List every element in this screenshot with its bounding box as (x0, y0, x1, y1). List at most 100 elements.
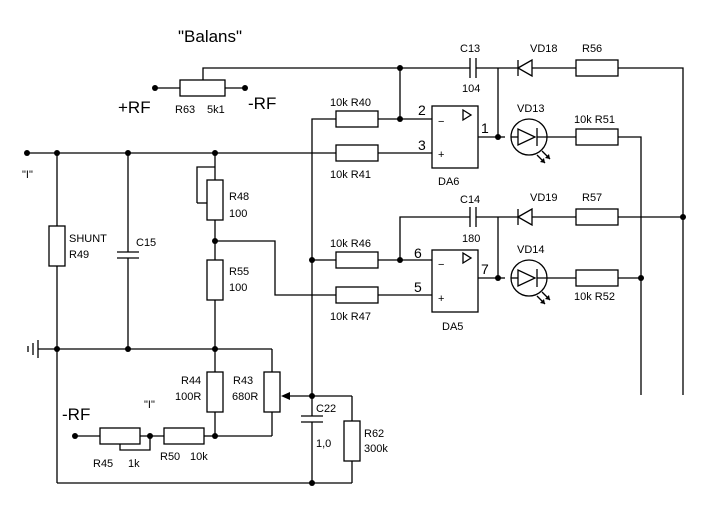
da5-pin-out: 7 (481, 261, 489, 277)
junction (309, 393, 315, 399)
resistor-r55 (206, 259, 224, 301)
terminal-i-left (24, 150, 30, 156)
wire-r43 (215, 349, 312, 437)
resistor-r45 (99, 427, 141, 445)
resistor-r41 (335, 144, 379, 162)
junction (680, 214, 686, 220)
resistor-r56 (575, 59, 619, 77)
label-c22-value: 1,0 (316, 438, 331, 450)
label-r46: 10k R46 (330, 238, 371, 250)
capacitor-c14 (469, 207, 477, 227)
ground-icon (27, 340, 39, 358)
da6-pin-out: 1 (481, 120, 489, 136)
label-r63-value: 5k1 (207, 104, 225, 116)
label-vd19: VD19 (530, 192, 558, 204)
label-r62-name: R62 (364, 428, 384, 440)
junction (125, 346, 131, 352)
label-r49-name: SHUNT (69, 233, 107, 245)
label-vd14: VD14 (517, 244, 545, 256)
label-c14-value: 180 (462, 233, 480, 245)
label-minus-rf-2: -RF (62, 405, 90, 424)
da5-pin-inv: 6 (414, 245, 422, 261)
junction (54, 346, 60, 352)
label-r41: 10k R41 (330, 169, 371, 181)
label-r52: 10k R52 (574, 291, 615, 303)
label-r57: R57 (582, 192, 602, 204)
label-r43-value: 680R (232, 391, 258, 403)
label-minus-rf: -RF (248, 94, 276, 113)
resistor-r43-pot (263, 371, 281, 413)
label-r48-name: R48 (229, 191, 249, 203)
da6-plus-sign: + (438, 149, 444, 161)
da5-pin-noninv: 5 (414, 279, 422, 295)
junction (495, 134, 501, 140)
label-r50-value: 10k (190, 451, 208, 463)
led-vd14 (510, 259, 576, 305)
resistor-r50 (163, 427, 205, 445)
label-i-mid: "I" (144, 399, 155, 411)
capacitor-c22 (301, 415, 323, 426)
resistor-r46 (335, 251, 379, 269)
wire-to-r47 (215, 240, 336, 296)
resistor-r57 (575, 208, 619, 226)
da6-name: DA6 (438, 176, 459, 188)
wire-r51-out (618, 136, 642, 395)
label-r44-name: R44 (181, 375, 201, 387)
terminal-minus-rf-2 (72, 433, 78, 439)
da6-pin-noninv: 3 (418, 137, 426, 153)
label-r56: R56 (582, 43, 602, 55)
resistor-r44 (206, 371, 224, 413)
resistor-r47 (335, 286, 379, 304)
label-plus-rf: +RF (118, 98, 151, 117)
da5-minus-sign: − (438, 259, 444, 271)
junction (147, 433, 153, 439)
label-r47: 10k R47 (330, 311, 371, 323)
schematic-title: "Balans" (178, 27, 242, 46)
junction (309, 257, 315, 263)
label-r43-name: R43 (233, 375, 253, 387)
label-vd13: VD13 (517, 103, 545, 115)
label-r55-name: R55 (229, 266, 249, 278)
resistor-r52 (575, 269, 619, 287)
terminal-plus-rf (152, 85, 158, 91)
label-r63-name: R63 (175, 104, 195, 116)
label-r55-value: 100 (229, 282, 247, 294)
junction (495, 275, 501, 281)
resistor-r48 (206, 179, 224, 221)
capacitor-c13 (469, 58, 477, 78)
resistor-r62 (343, 420, 361, 462)
label-r45-name: R45 (93, 458, 113, 470)
wire-r63 (155, 67, 400, 89)
resistor-r49-shunt (48, 225, 66, 267)
label-vd18: VD18 (530, 43, 558, 55)
label-c13-value: 104 (462, 83, 480, 95)
wire-c14-feedback (399, 216, 498, 260)
wiper-arrow-icon (281, 392, 290, 400)
da5-plus-sign: + (438, 293, 444, 305)
da6-pin-inv: 2 (418, 102, 426, 118)
led-vd13 (510, 118, 576, 164)
junction (638, 275, 644, 281)
capacitor-c15 (117, 153, 139, 349)
label-r51: 10k R51 (574, 114, 615, 126)
label-r40: 10k R40 (330, 97, 371, 109)
da5-name: DA5 (442, 321, 463, 333)
diode-vd19 (516, 207, 576, 227)
label-c15: C15 (136, 237, 156, 249)
resistor-r51 (575, 128, 619, 146)
resistor-r63 (179, 79, 226, 97)
diode-vd18 (516, 58, 576, 78)
label-r45-value: 1k (128, 458, 140, 470)
label-c22-name: C22 (316, 403, 336, 415)
label-r44-value: 100R (175, 391, 201, 403)
resistor-r40 (335, 110, 379, 128)
junction (397, 257, 403, 263)
opamp-da5 (431, 249, 479, 313)
label-r62-value: 300k (364, 443, 388, 455)
label-r48-value: 100 (229, 208, 247, 220)
da6-minus-sign: − (438, 116, 444, 128)
label-c14-name: C14 (460, 194, 480, 206)
label-i-left: "I" (22, 169, 33, 181)
label-r50-name: R50 (160, 451, 180, 463)
